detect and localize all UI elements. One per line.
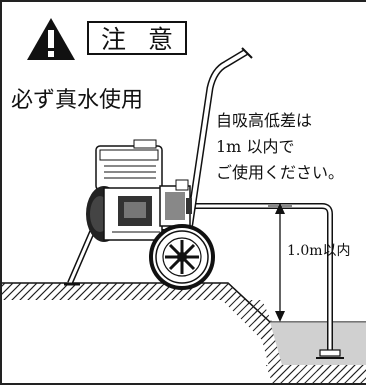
suction-hose	[190, 203, 344, 359]
note-line-3: ご使用ください。	[216, 163, 345, 182]
exclamation-triangle-icon	[27, 18, 75, 60]
cart-handle	[182, 47, 253, 251]
height-dimension	[268, 203, 292, 322]
caution-char-2: 意	[147, 25, 173, 54]
caution-char-1: 注	[101, 25, 127, 54]
wheel	[149, 224, 215, 290]
dimension-label: 1.0m以内	[287, 243, 351, 259]
engine	[86, 139, 163, 242]
note-line-1: 自吸高低差は	[216, 111, 313, 130]
fresh-water-notice: 必ず真水使用	[11, 88, 144, 113]
pump-head	[159, 179, 192, 227]
caution-label: 注 意	[87, 21, 187, 55]
suction-height-note: 自吸高低差は 1m 以内で ご使用ください。	[216, 108, 344, 186]
note-line-2: 1m 以内で	[216, 137, 295, 156]
water	[270, 321, 366, 365]
